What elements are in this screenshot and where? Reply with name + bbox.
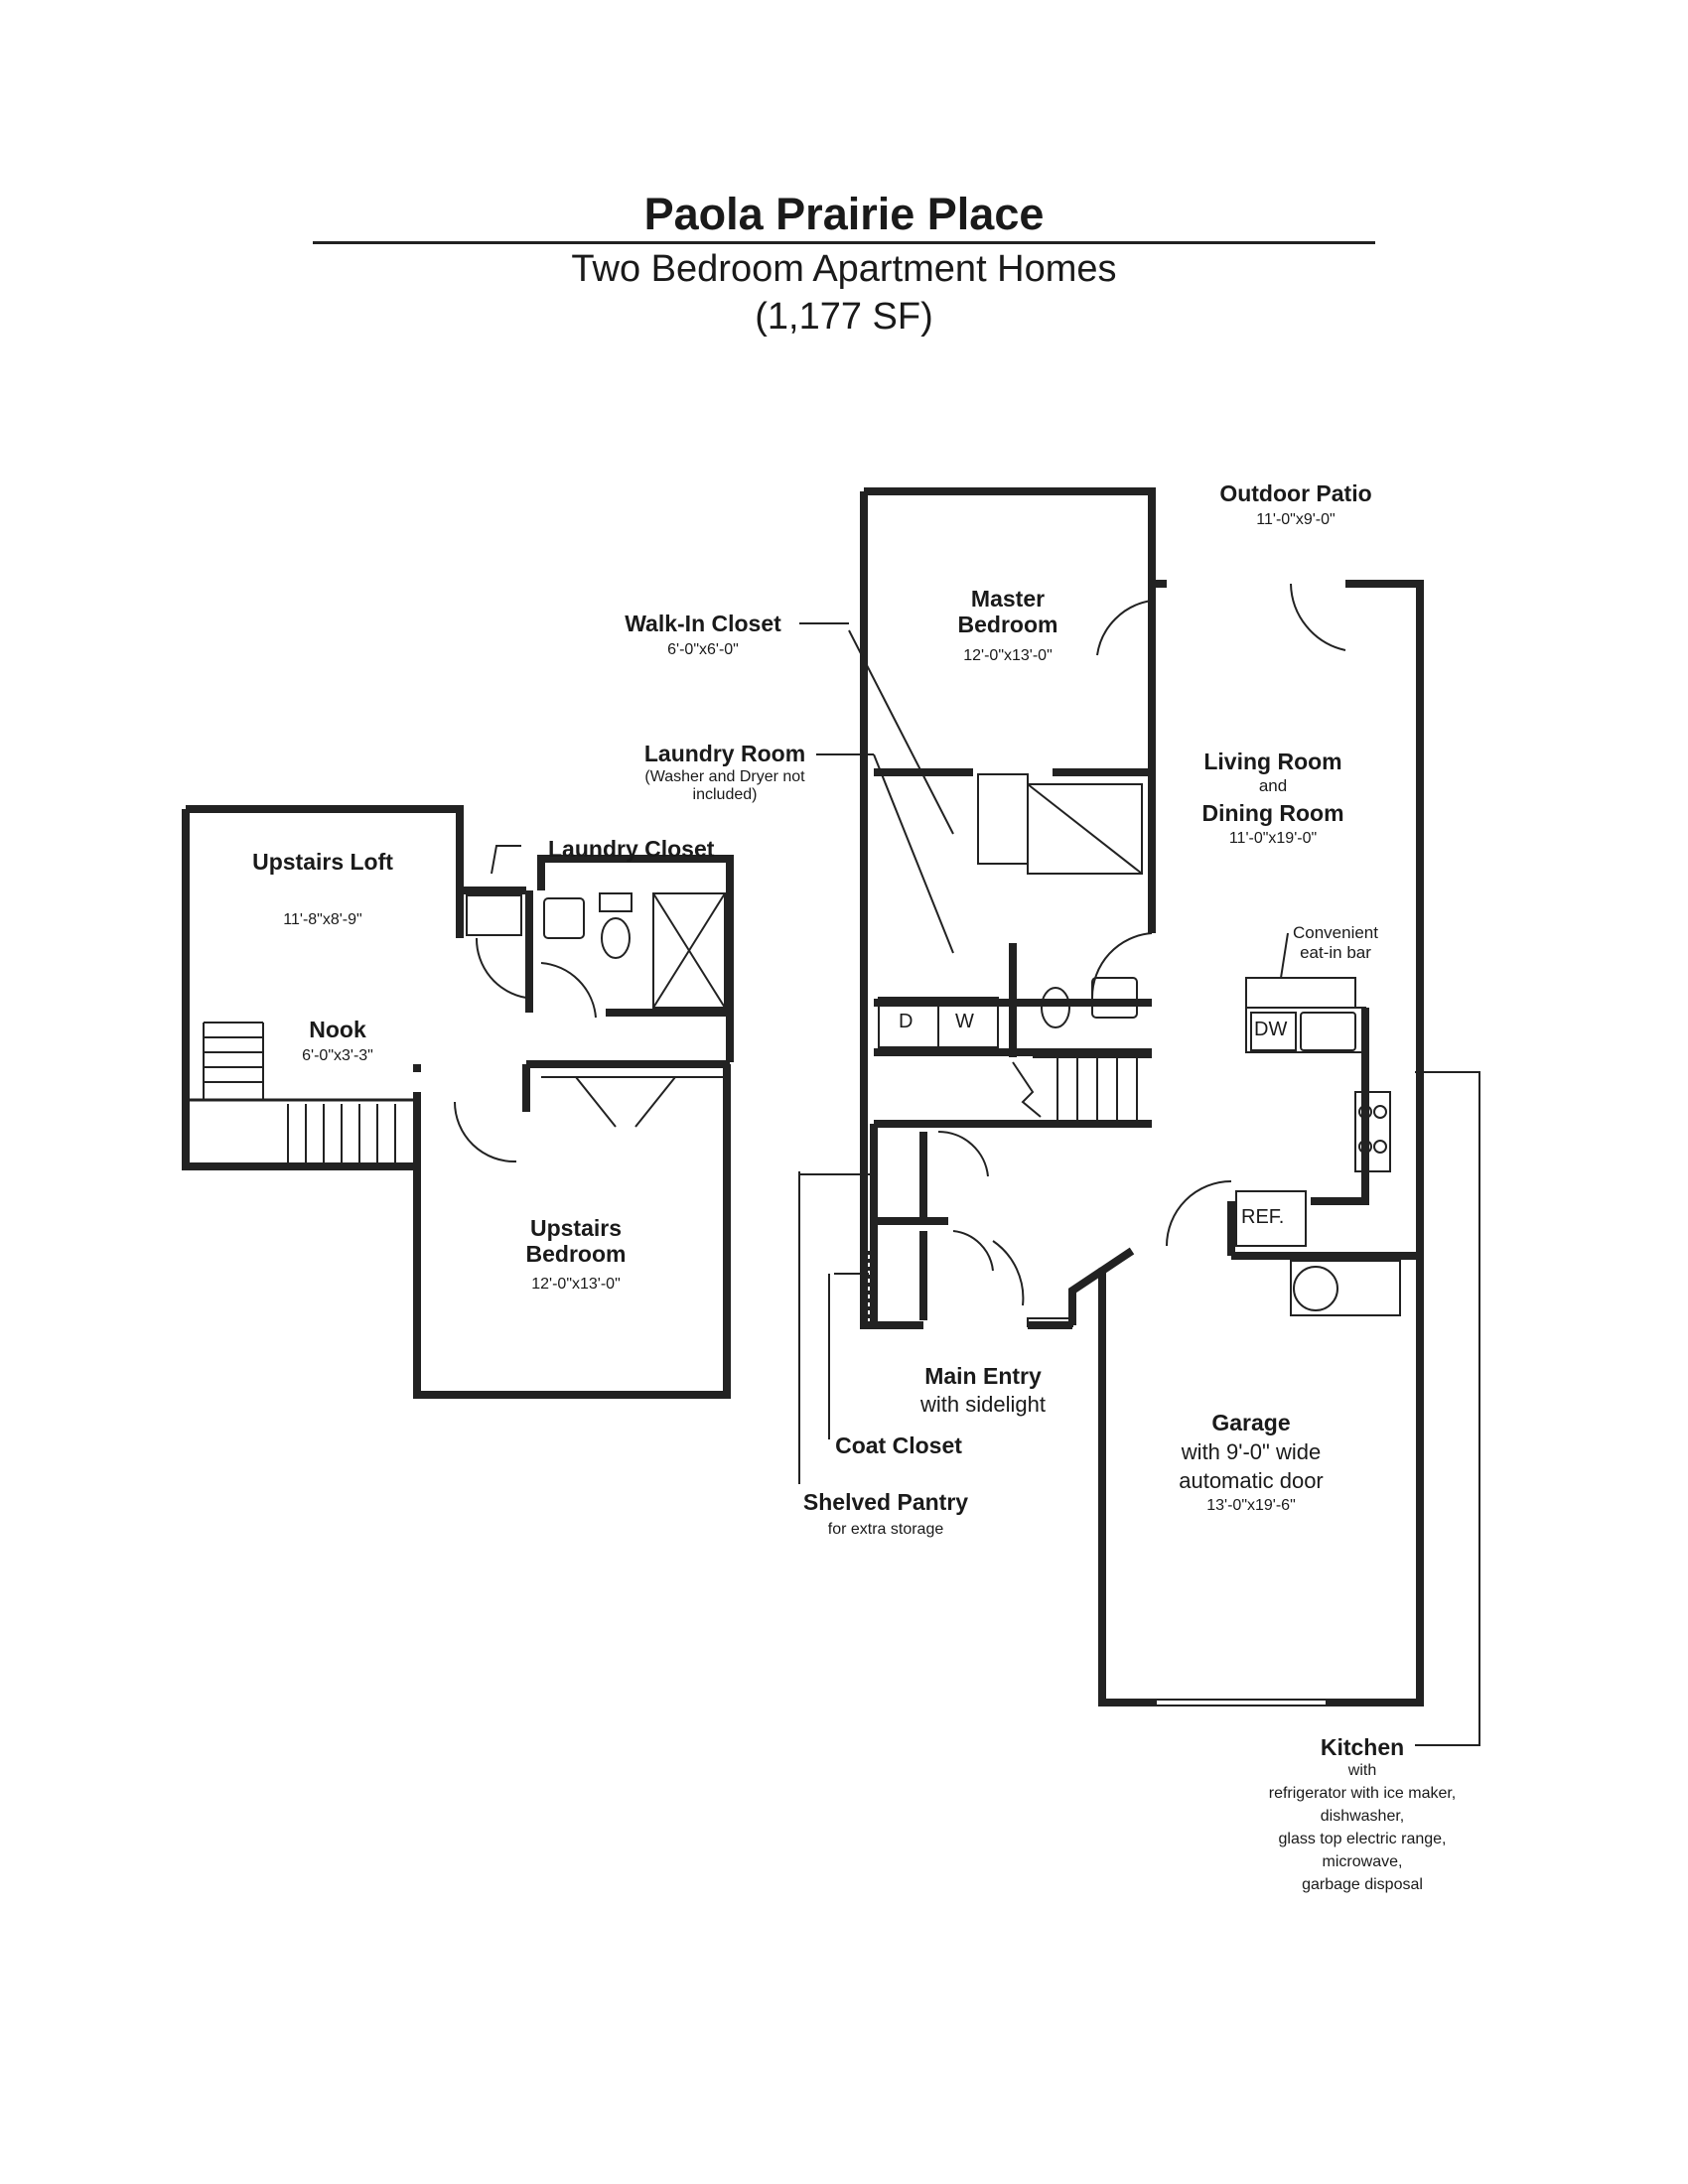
living-room-label: Living Room bbox=[1203, 749, 1342, 774]
upstairs-loft-size: 11'-8"x8'-9" bbox=[283, 911, 362, 928]
master-sink bbox=[1091, 977, 1138, 1019]
plan-title: Paola Prairie Place bbox=[643, 189, 1045, 239]
plan-area: (1,177 SF) bbox=[755, 296, 933, 338]
eat-in-bar-label: Convenient eat-in bar bbox=[1292, 923, 1378, 962]
main-entry-note: with sidelight bbox=[920, 1392, 1046, 1417]
upstairs-sink bbox=[543, 897, 585, 939]
nook-size: 6'-0"x3'-3" bbox=[302, 1047, 373, 1064]
upstairs-loft-label: Upstairs Loft bbox=[252, 849, 393, 875]
master-toilet bbox=[1041, 987, 1070, 1028]
bath-door-swing bbox=[1090, 932, 1153, 999]
nook-label: Nook bbox=[309, 1017, 366, 1042]
coat-closet-label: Coat Closet bbox=[835, 1433, 962, 1458]
outdoor-patio-label: Outdoor Patio bbox=[1219, 480, 1372, 506]
kitchen-feature: glass top electric range, bbox=[1278, 1831, 1447, 1847]
master-bedroom-label: Master Bedroom bbox=[957, 586, 1058, 638]
laundry-wall bbox=[874, 943, 1033, 1057]
refrigerator-label: REF. bbox=[1241, 1206, 1285, 1228]
dryer-label: D bbox=[899, 1011, 914, 1032]
kitchen-counter bbox=[1245, 1007, 1366, 1053]
master-bedroom-outer-wall bbox=[864, 487, 1167, 588]
kitchen-feature: refrigerator with ice maker, bbox=[1268, 1785, 1457, 1802]
laundry-room-label: Laundry Room bbox=[643, 741, 806, 766]
kitchen-label: Kitchen bbox=[1320, 1734, 1405, 1760]
shelved-pantry-label: Shelved Pantry bbox=[802, 1489, 969, 1515]
bedroom-closet-doors bbox=[575, 1076, 676, 1128]
master-closet-rod bbox=[977, 773, 1029, 865]
washer-label: W bbox=[955, 1011, 974, 1032]
living-room-and: and bbox=[1258, 776, 1288, 795]
kitchen-feature: garbage disposal bbox=[1302, 1876, 1423, 1893]
kitchen-sink bbox=[1300, 1012, 1356, 1051]
master-bedroom-south-wall bbox=[874, 670, 1156, 776]
kitchen-with: with bbox=[1347, 1762, 1377, 1779]
shelved-pantry-note: for extra storage bbox=[827, 1521, 944, 1538]
kitchen-wall bbox=[1227, 1008, 1369, 1256]
patio-door-swing bbox=[1290, 583, 1346, 651]
leader-lines bbox=[491, 622, 1480, 1746]
main-stairs bbox=[1012, 1056, 1152, 1120]
water-heater bbox=[1293, 1266, 1338, 1311]
kitchen-feature: microwave, bbox=[1322, 1853, 1403, 1870]
master-bedroom-size: 12'-0"x13'-0" bbox=[963, 647, 1053, 664]
outdoor-patio-size: 11'-0"x9'-0" bbox=[1256, 511, 1336, 528]
garage-note: with 9'-0" wide automatic door bbox=[1179, 1439, 1324, 1493]
title-rule bbox=[313, 241, 1375, 244]
garage-size: 13'-0"x19'-6" bbox=[1206, 1497, 1296, 1514]
eat-in-bar bbox=[1245, 977, 1356, 1009]
refrigerator bbox=[1235, 1190, 1307, 1247]
bath-door-swing bbox=[540, 962, 597, 1019]
loft-door-swing bbox=[475, 937, 527, 999]
washer-box bbox=[937, 997, 999, 1048]
plan-subtitle: Two Bedroom Apartment Homes bbox=[571, 248, 1117, 290]
dining-room-label: Dining Room bbox=[1201, 800, 1344, 826]
dishwasher-label: DW bbox=[1254, 1019, 1288, 1040]
sidelight bbox=[1027, 1317, 1073, 1327]
pantry-door-swing bbox=[937, 1130, 989, 1177]
laundry-room-note: (Washer and Dryer not included) bbox=[644, 768, 805, 804]
upstairs-bath-wall bbox=[525, 890, 730, 1017]
dishwasher bbox=[1250, 1012, 1297, 1051]
hall-wall bbox=[874, 1048, 1152, 1128]
kitchen-feature: dishwasher, bbox=[1320, 1808, 1405, 1825]
garage-label: Garage bbox=[1211, 1410, 1291, 1435]
main-entry-door-swing bbox=[992, 1240, 1025, 1306]
range bbox=[1354, 1091, 1391, 1172]
closet-walls bbox=[870, 1124, 948, 1325]
upstairs-laundry-closet bbox=[466, 894, 522, 936]
upstairs-bedroom-size: 12'-0"x13'-0" bbox=[531, 1276, 621, 1293]
upstairs-loft-wall bbox=[456, 887, 526, 938]
bedroom-door-swing bbox=[454, 1101, 517, 1163]
entry-wall bbox=[1068, 1267, 1105, 1325]
living-dining-size: 11'-0"x19'-0" bbox=[1228, 830, 1318, 847]
upstairs-bedroom-wall bbox=[413, 1060, 730, 1166]
main-entry-label: Main Entry bbox=[924, 1363, 1042, 1389]
water-heater-box bbox=[1290, 1260, 1401, 1316]
master-door-swing bbox=[1096, 600, 1153, 656]
laundry-closet-label: Laundry Closet bbox=[548, 836, 715, 862]
upstairs-toilet bbox=[601, 917, 631, 959]
upstairs-stairs bbox=[203, 1022, 396, 1163]
walk-in-closet-size: 6'-0"x6'-0" bbox=[667, 641, 739, 658]
master-bath-wall bbox=[1033, 772, 1156, 1007]
upstairs-shower bbox=[652, 892, 726, 1009]
coat-closet-door-swing bbox=[952, 1230, 994, 1272]
upstairs-outer-wall bbox=[182, 805, 734, 1399]
upstairs-bedroom-label: Upstairs Bedroom bbox=[525, 1215, 627, 1268]
kitchen-door-swing bbox=[1166, 1180, 1232, 1247]
walk-in-closet-label: Walk-In Closet bbox=[625, 611, 781, 636]
